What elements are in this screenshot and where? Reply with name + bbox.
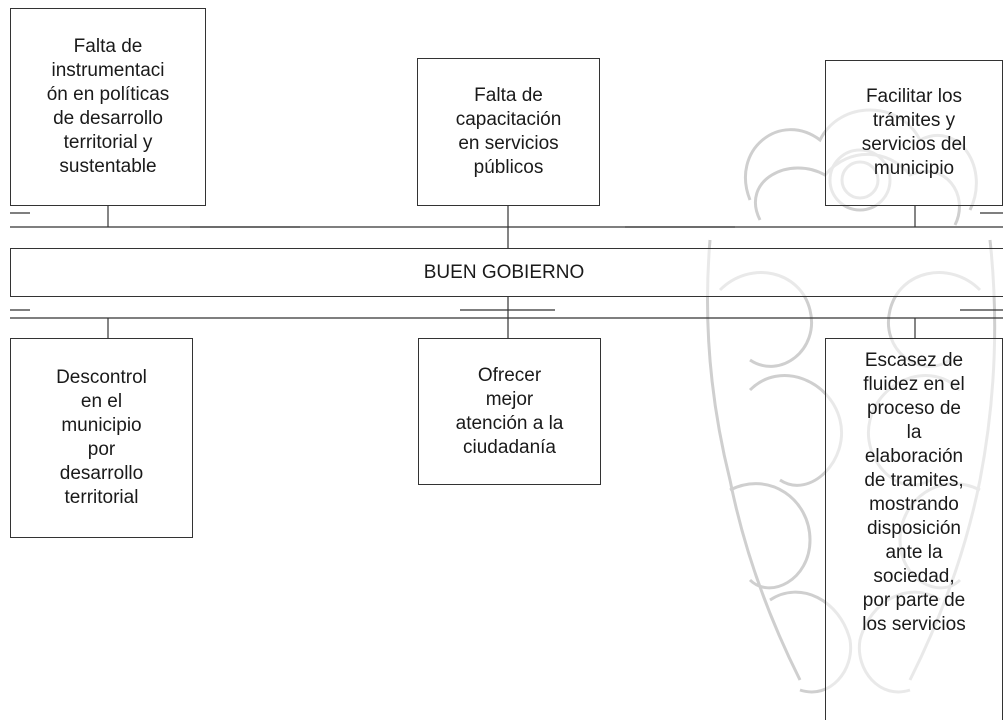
objective-box-top-right: Facilitar los trámites y servicios del m…: [825, 60, 1003, 206]
problem-box-bottom-left: Descontrol en el municipio por desarroll…: [10, 338, 193, 538]
central-goal-box: BUEN GOBIERNO: [10, 248, 1003, 297]
problem-box-top-left: Falta de instrumentaci ón en políticas d…: [10, 8, 206, 206]
problem-box-top-center: Falta de capacitación en servicios públi…: [417, 58, 600, 206]
problem-box-bottom-right: Escasez de fluidez en el proceso de la e…: [825, 338, 1003, 720]
objective-box-bottom-center: Ofrecer mejor atención a la ciudadanía: [418, 338, 601, 485]
central-goal-label: BUEN GOBIERNO: [423, 261, 585, 283]
